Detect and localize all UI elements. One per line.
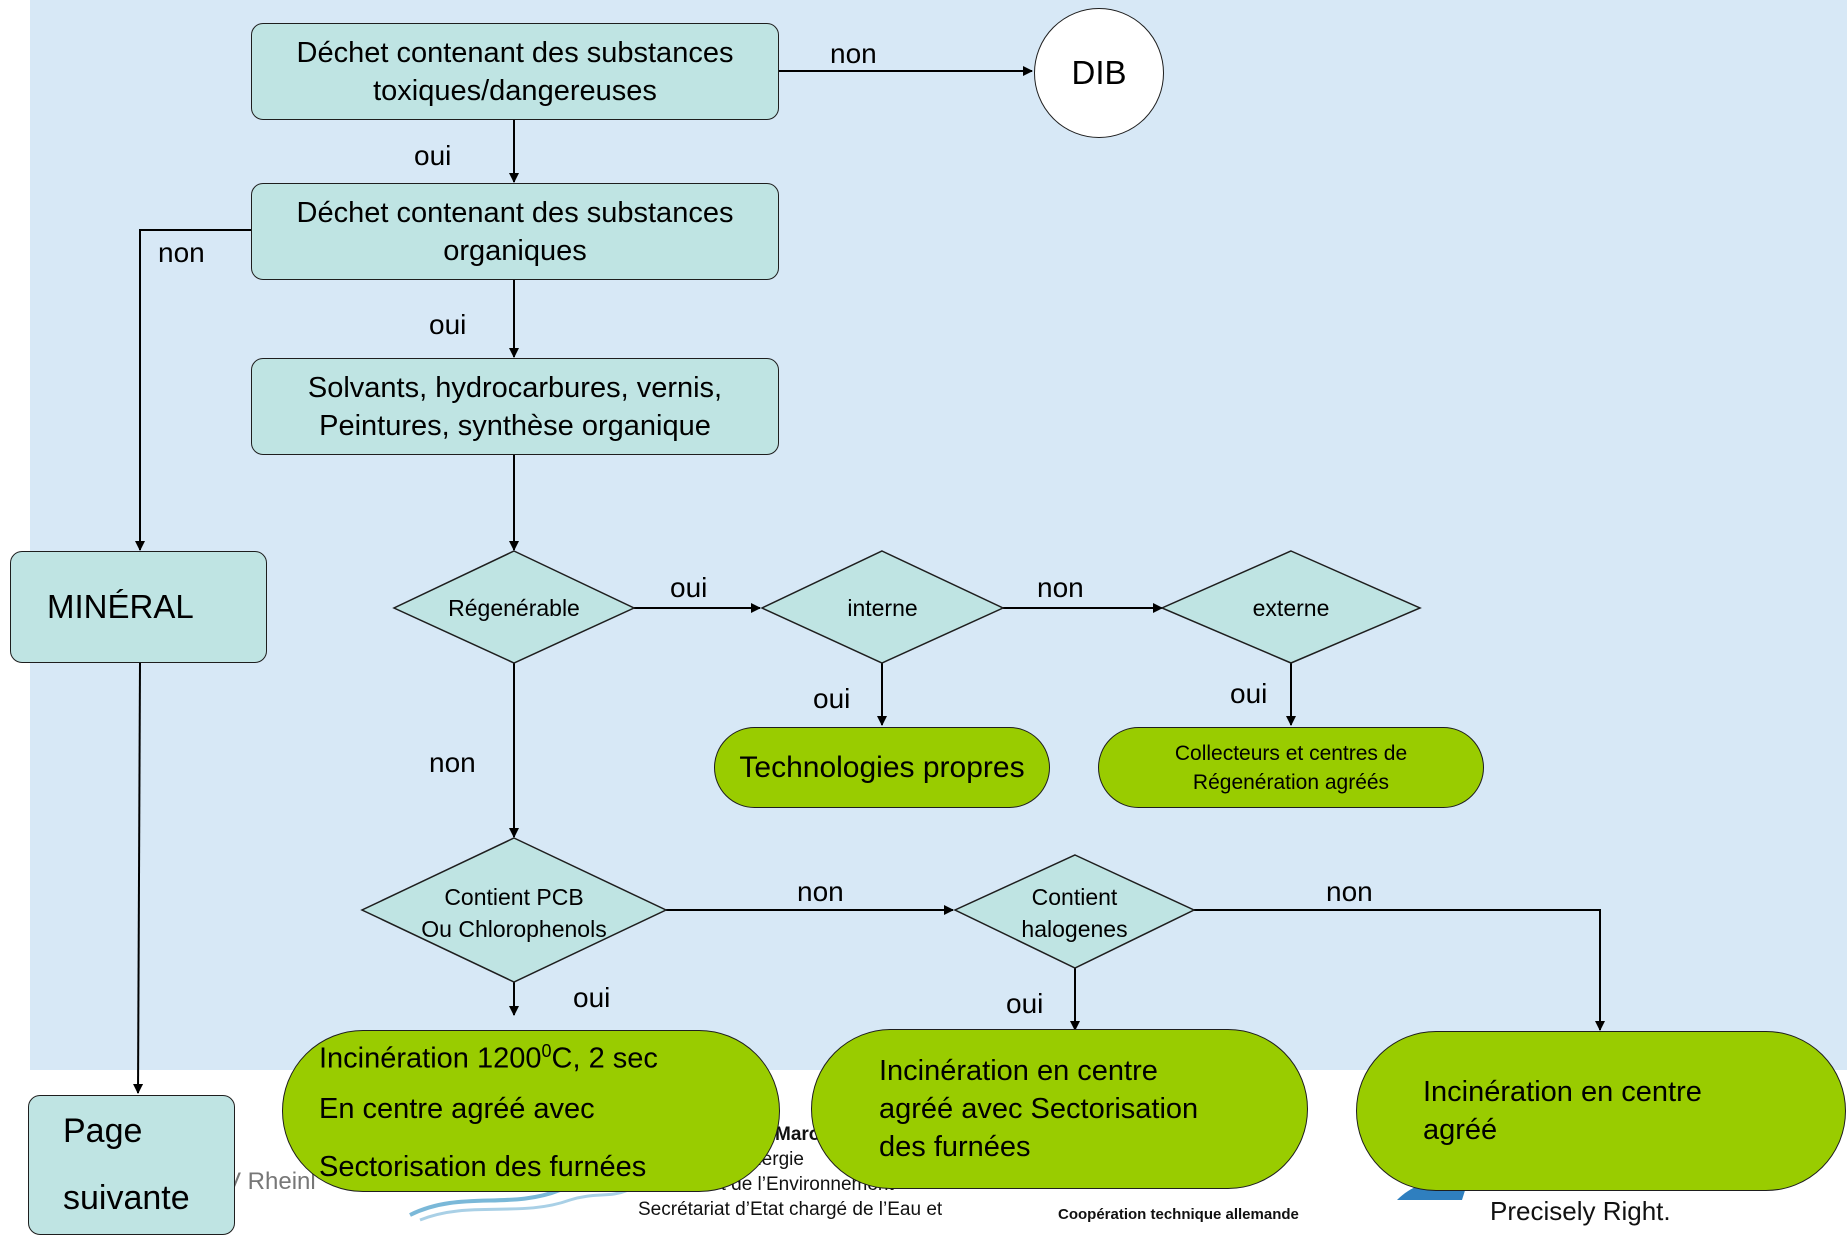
box-organic-waste: Déchet contenant des substances organique… — [251, 183, 779, 280]
box-mineral-label: MINÉRAL — [47, 588, 194, 625]
diamond-halogenes-label: Contient halogenes — [955, 881, 1194, 945]
diamond-interne-label: interne — [847, 595, 918, 621]
diagram-background — [30, 0, 1847, 1070]
edge-label-toxic-yes: oui — [414, 140, 452, 171]
outcome-collectors-line2: Régenération agréés — [1192, 770, 1390, 794]
footer-secretariat: Secrétariat d’Etat chargé de l’Eau et — [638, 1199, 943, 1220]
box-toxic-waste: Déchet contenant des substances toxiques/… — [251, 23, 779, 120]
footer-cooperation: Coopération technique allemande — [1058, 1206, 1299, 1223]
outcome-incin-halo-line3: des furnées — [879, 1131, 1031, 1163]
diamond-halo-line1: Contient — [1031, 884, 1118, 910]
edge-label-organic-yes: oui — [429, 309, 467, 340]
diamond-pcb-label: Contient PCB Ou Chlorophenols — [362, 881, 666, 945]
outcome-incin-pcb-line2: En centre agréé avec — [319, 1093, 595, 1125]
edge-label-regenerable-no: non — [429, 747, 476, 778]
edge-label-externe-yes: oui — [1230, 678, 1268, 709]
edge-label-halo-no: non — [1326, 876, 1373, 907]
outcome-incineration-pcb — [282, 1030, 780, 1192]
outcome-collectors-line1: Collecteurs et centres de — [1174, 741, 1408, 765]
circle-dib-label: DIB — [1071, 54, 1127, 91]
box-next-line2: suivante — [63, 1179, 190, 1217]
box-toxic-line2: toxiques/dangereuses — [373, 74, 657, 107]
footer-slogan: Precisely Right. — [1490, 1196, 1671, 1226]
box-organic-line1: Déchet contenant des substances — [296, 196, 734, 229]
outcome-incin-line2: agréé — [1423, 1114, 1498, 1146]
footer-left-fragment: V Rheinl — [225, 1168, 316, 1195]
edge-label-halo-yes: oui — [1006, 988, 1044, 1019]
outcome-incin-line1: Incinération en centre — [1423, 1076, 1702, 1108]
circle-dib: DIB — [1034, 8, 1164, 138]
outcome-incin-pcb-line1-sup: 0 — [541, 1041, 552, 1061]
diamond-externe — [1160, 550, 1422, 664]
diamond-externe-label: externe — [1252, 595, 1330, 621]
edge-label-organic-no: non — [158, 237, 205, 268]
box-mineral: MINÉRAL — [10, 551, 267, 663]
diamond-pcb-line1: Contient PCB — [444, 884, 584, 910]
outcome-incin-halo-line2: agréé avec Sectorisation — [879, 1093, 1199, 1125]
diamond-regenerable-label: Régenérable — [448, 595, 580, 621]
outcome-incineration-sectorisation: Incinération en centre agréé avec Sectori… — [811, 1029, 1308, 1189]
box-solvents-line2: Peintures, synthèse organique — [319, 409, 711, 442]
outcome-incin-pcb-line3: Sectorisation des furnées — [319, 1151, 647, 1183]
edge-label-interne-no: non — [1037, 572, 1084, 603]
box-next-page: Page suivante — [28, 1095, 235, 1235]
diamond-halogenes — [953, 854, 1196, 969]
footer-environnement: et de l’Environnement — [710, 1174, 894, 1195]
edge-label-pcb-yes: oui — [573, 982, 611, 1013]
outcome-incin-pcb-line1-pre: Incinération 1200 — [319, 1042, 542, 1075]
outcome-clean-technologies: Technologies propres — [714, 727, 1050, 808]
box-organic-line2: organiques — [443, 234, 587, 267]
diamond-regenerable — [392, 550, 636, 664]
diamond-pcb-line2: Ou Chlorophenols — [421, 916, 607, 942]
outcome-incin-pcb-line1-post: C, 2 sec — [551, 1042, 658, 1075]
diamond-pcb — [360, 837, 668, 983]
edge-label-pcb-no: non — [797, 876, 844, 907]
outcome-incin-halo-line1: Incinération en centre — [879, 1055, 1158, 1087]
diamond-halo-line2: halogenes — [1021, 916, 1128, 942]
diamond-interne — [760, 550, 1005, 664]
box-next-line1: Page — [63, 1112, 143, 1150]
box-solvents: Solvants, hydrocarbures, vernis, Peinture… — [251, 358, 779, 455]
edge-label-toxic-no: non — [830, 38, 877, 69]
outcome-incin-pcb-line1: Incinération 12000C, 2 sec — [319, 1022, 658, 1088]
box-toxic-line1: Déchet contenant des substances — [296, 36, 734, 69]
edge-label-regenerable-yes: oui — [670, 572, 708, 603]
edge-label-interne-yes: oui — [813, 683, 851, 714]
box-solvents-line1: Solvants, hydrocarbures, vernis, — [307, 371, 723, 404]
outcome-incineration-centre: Incinération en centre agréé — [1356, 1031, 1846, 1191]
outcome-clean-tech-label: Technologies propres — [739, 750, 1025, 784]
outcome-collectors: Collecteurs et centres de Régenération ag… — [1098, 727, 1484, 808]
